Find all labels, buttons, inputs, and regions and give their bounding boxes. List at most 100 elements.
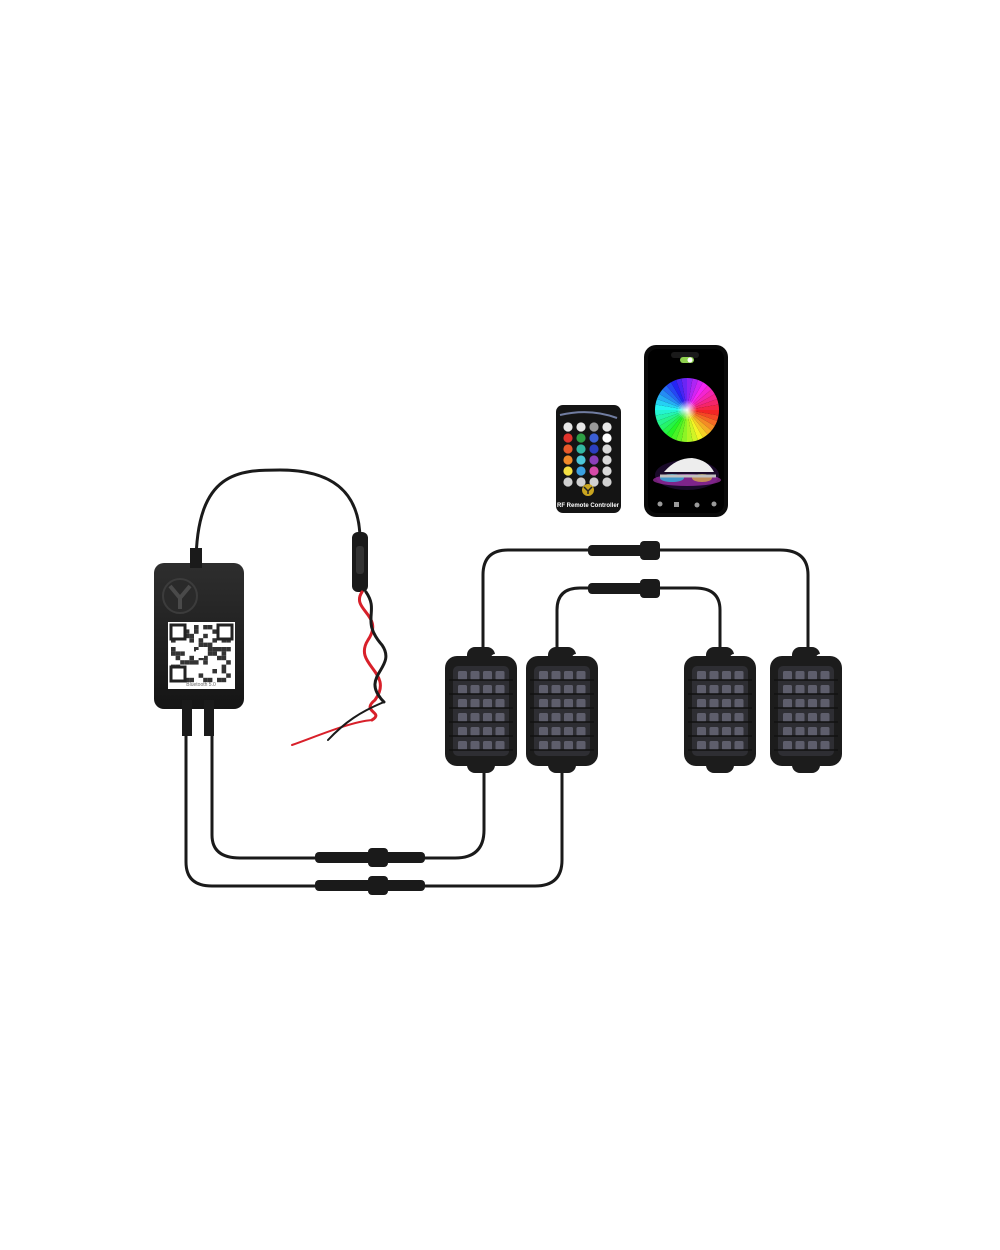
led-chip: [470, 671, 480, 680]
remote-button: [602, 433, 612, 443]
led-chip: [495, 727, 505, 736]
led-chip: [697, 713, 706, 722]
led-chip: [709, 671, 719, 680]
remote-button: [576, 455, 586, 465]
led-chip: [808, 713, 817, 722]
led-chip: [709, 699, 719, 708]
fuse-holder: [352, 532, 368, 592]
led-chip: [458, 727, 467, 736]
led-chip: [458, 671, 467, 680]
remote-caption: RF Remote Controller: [557, 503, 620, 509]
nav-grid-icon: [674, 502, 679, 507]
led-chip: [551, 671, 561, 680]
led-chip: [539, 713, 548, 722]
led-chip: [722, 671, 731, 680]
led-chip: [808, 671, 817, 680]
remote-button: [589, 444, 599, 454]
led-chip: [734, 671, 744, 680]
remote-button: [563, 422, 573, 432]
led-chip: [483, 713, 492, 722]
led-chip: [795, 741, 805, 750]
led-chip: [722, 713, 731, 722]
led-chip: [551, 727, 561, 736]
led-chip: [470, 741, 480, 750]
led-chip: [795, 699, 805, 708]
remote-button: [589, 477, 599, 487]
led-chip: [820, 713, 830, 722]
led-chip: [722, 699, 731, 708]
controller-label-text: Bluetooth 5.0: [186, 682, 216, 688]
led-chip: [783, 741, 792, 750]
led-chip: [539, 699, 548, 708]
remote-button: [602, 455, 612, 465]
remote-button: [602, 422, 612, 432]
nav-home-icon: [657, 501, 663, 507]
led-chip: [808, 741, 817, 750]
inner-loop-cable: [555, 586, 722, 654]
led-chip: [709, 685, 719, 694]
led-chip: [539, 727, 548, 736]
led-chip: [483, 741, 492, 750]
car-illustration: [653, 458, 721, 490]
led-chip: [539, 671, 548, 680]
remote-button: [576, 466, 586, 476]
qr-code-label: Bluetooth 5.0: [168, 622, 235, 689]
y-logo-icon: [162, 578, 198, 614]
led-chip: [795, 727, 805, 736]
remote-button: [589, 433, 599, 443]
led-chip: [808, 685, 817, 694]
remote-button: [563, 444, 573, 454]
remote-button: [576, 477, 586, 487]
led-chip: [470, 699, 480, 708]
led-chip: [820, 699, 830, 708]
led-chip: [576, 713, 586, 722]
remote-button: [589, 422, 599, 432]
led-chip: [820, 671, 830, 680]
led-chip: [697, 727, 706, 736]
led-chip: [551, 699, 561, 708]
led-chip: [564, 699, 573, 708]
led-chip: [697, 699, 706, 708]
light-pod: [526, 647, 598, 773]
led-chip: [483, 727, 492, 736]
led-chip: [734, 713, 744, 722]
led-chip: [458, 713, 467, 722]
led-chip: [734, 727, 744, 736]
led-chip: [576, 685, 586, 694]
led-chip: [495, 699, 505, 708]
remote-button: [563, 466, 573, 476]
remote-logo-icon: [582, 484, 594, 496]
led-chip: [709, 713, 719, 722]
smartphone: [644, 345, 728, 517]
nav-settings-icon: [711, 501, 717, 507]
outer-loop-cable: [481, 548, 810, 654]
led-chip: [697, 741, 706, 750]
led-chip: [495, 685, 505, 694]
remote-button: [576, 422, 586, 432]
led-chip: [458, 741, 467, 750]
led-chip: [783, 685, 792, 694]
led-chip: [564, 727, 573, 736]
remote-button: [602, 477, 612, 487]
led-chip: [576, 671, 586, 680]
nav-music-icon: [694, 502, 700, 508]
led-chip: [722, 685, 731, 694]
lower-cable-a: [210, 728, 486, 860]
remote-button: [589, 455, 599, 465]
led-chip: [564, 671, 573, 680]
controller-box: Bluetooth 5.0: [154, 548, 244, 736]
led-chip: [470, 713, 480, 722]
remote-button: [576, 433, 586, 443]
led-chip: [495, 671, 505, 680]
remote-button: [602, 444, 612, 454]
light-pod: [770, 647, 842, 773]
led-chip: [820, 685, 830, 694]
remote-button: [576, 444, 586, 454]
led-chip: [564, 713, 573, 722]
led-chip: [576, 727, 586, 736]
led-chip: [795, 713, 805, 722]
light-pods: [445, 647, 842, 773]
led-chip: [709, 741, 719, 750]
led-chip: [470, 685, 480, 694]
